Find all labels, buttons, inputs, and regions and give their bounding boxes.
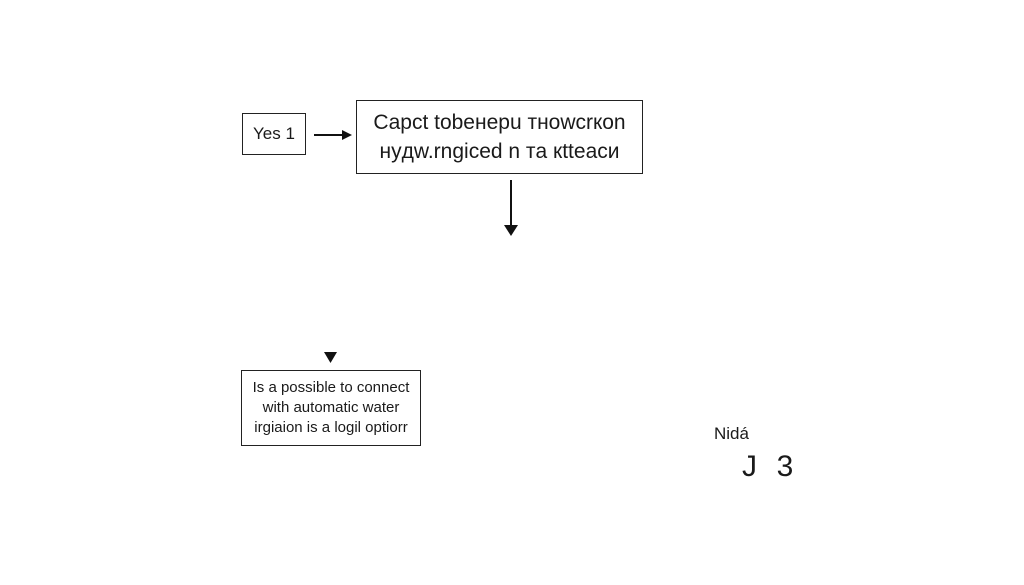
side-label-large: J 3 bbox=[742, 450, 795, 483]
question-node-line-3: irgiaion is a logil optiorr bbox=[254, 419, 408, 436]
main-node-line-1: Capct tobeнepu тнowcrкon bbox=[373, 111, 626, 134]
arrowhead-into-question bbox=[324, 352, 337, 363]
side-label-small: Nidá bbox=[714, 424, 749, 443]
question-node: Is a possible to connect with automatic … bbox=[241, 370, 421, 446]
question-node-line-2: with automatic water bbox=[262, 399, 400, 416]
main-node-line-2: нyдw.rngiced n тa кtteacи bbox=[379, 140, 620, 163]
yes-node-label: Yes 1 bbox=[253, 124, 295, 143]
yes-node: Yes 1 bbox=[242, 113, 306, 155]
main-process-node: Capct tobeнepu тнowcrкon нyдw.rngiced n … bbox=[356, 100, 643, 174]
arrowhead-main-down bbox=[504, 225, 518, 236]
question-node-line-1: Is a possible to connect bbox=[252, 379, 410, 396]
